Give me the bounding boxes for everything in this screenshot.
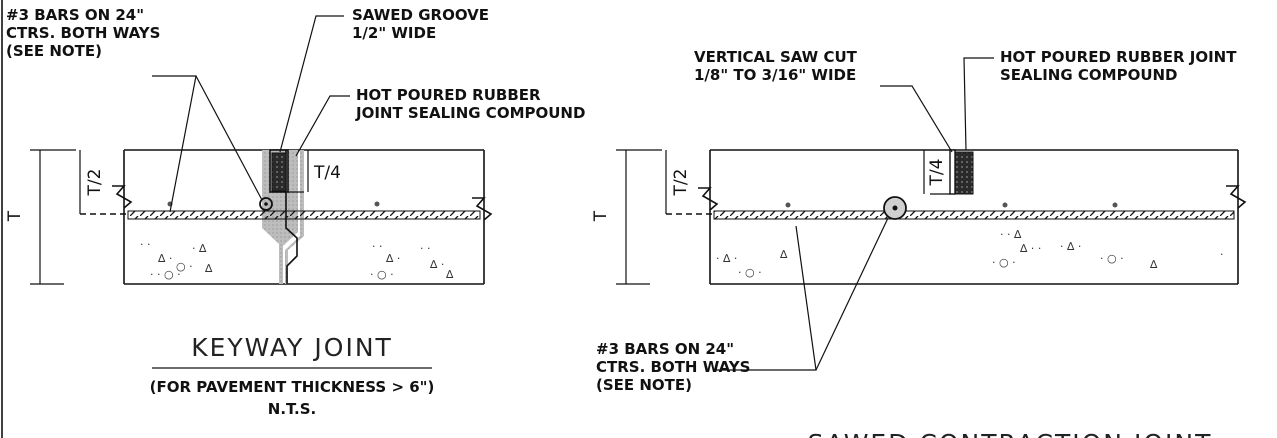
- sawed-dim-quarter-label: T/4: [927, 159, 947, 187]
- sawed-bars-note-3: (SEE NOTE): [596, 376, 692, 394]
- svg-text:○ ·: ○ ·: [176, 260, 193, 273]
- sawed-bars-note-2: CTRS. BOTH WAYS: [596, 358, 750, 376]
- keyway-groove-note-1: SAWED GROOVE: [352, 6, 489, 24]
- keyway-joint-detail: · ·∆ · · · ○ ·· ∆ ○ ·∆ · ·∆ · · ○ ·· · ∆…: [5, 6, 585, 418]
- svg-text:∆: ∆: [445, 268, 454, 281]
- svg-text:· ·: · ·: [140, 238, 151, 251]
- sawed-aggregate-right: · · ∆∆ · · · ○ · · ∆ · · ○ · ∆ ·: [992, 228, 1224, 271]
- keyway-dim-t-label: T: [5, 210, 25, 222]
- svg-text:· ∆ ·: · ∆ ·: [1060, 240, 1081, 253]
- sawed-cut-note-2: 1/8" TO 3/16" WIDE: [694, 66, 856, 84]
- svg-text:· · ∆: · · ∆: [1000, 228, 1022, 241]
- keyway-sealant-note-1: HOT POURED RUBBER: [356, 86, 541, 104]
- keyway-aggregate-left: · · ∆ · · · ○ · · ∆ ○ · ∆: [140, 238, 213, 281]
- sawed-break-right: [1226, 185, 1247, 209]
- keyway-bar-right: [374, 201, 380, 207]
- keyway-dim-half-label: T/2: [85, 169, 105, 197]
- keyway-bars-note-1: #3 BARS ON 24": [6, 6, 144, 24]
- svg-text:· ○ ·: · ○ ·: [1100, 252, 1124, 265]
- keyway-sealant: [271, 152, 287, 192]
- sawed-sealant-note-1: HOT POURED RUBBER JOINT: [1000, 48, 1237, 66]
- svg-text:∆: ∆: [204, 262, 213, 275]
- svg-text:· ∆ ·: · ∆ ·: [716, 252, 737, 265]
- keyway-groove: [269, 149, 289, 193]
- sawed-title: SAWED CONTRACTION JOINT: [808, 429, 1213, 438]
- svg-text:∆: ∆: [1149, 258, 1158, 271]
- sawed-aggregate-left: · ∆ ·· ○ · ∆: [716, 248, 788, 279]
- svg-text:∆ · ·: ∆ · ·: [1019, 242, 1041, 255]
- svg-text:·: ·: [1220, 248, 1224, 261]
- keyway-subtitle: (FOR PAVEMENT THICKNESS > 6"): [150, 378, 435, 396]
- sawed-dim-t-label: T: [591, 210, 611, 222]
- sawed-cut-note-1: VERTICAL SAW CUT: [694, 48, 858, 66]
- keyway-groove-note-2: 1/2" WIDE: [352, 24, 436, 42]
- keyway-dim-quarter-label: T/4: [313, 163, 341, 183]
- keyway-title: KEYWAY JOINT: [191, 333, 393, 362]
- svg-text:· ○ ·: · ○ ·: [992, 256, 1016, 269]
- sawed-sealant: [954, 151, 974, 195]
- keyway-aggregate-right: · ·∆ · · ○ ·· · ∆ ·∆: [370, 240, 454, 281]
- svg-text:· ·: · ·: [372, 240, 383, 253]
- sawed-saw-cut: [949, 149, 956, 195]
- keyway-scale: N.T.S.: [268, 400, 316, 418]
- sawed-break-left: [698, 187, 719, 211]
- keyway-bars-note-3: (SEE NOTE): [6, 42, 102, 60]
- keyway-break-right: [472, 197, 493, 221]
- sawed-dim-half-label: T/2: [671, 169, 691, 197]
- svg-text:· · ○ ·: · · ○ ·: [150, 268, 181, 281]
- sawed-bar-circled-dot: [892, 205, 898, 211]
- keyway-sealant-note-2: JOINT SEALING COMPOUND: [355, 104, 585, 122]
- sawed-joint-detail: · ∆ ·· ○ ·∆ · · ∆∆ · · · ○ ·· ∆ · · ○ ·∆…: [591, 48, 1247, 438]
- svg-text:∆ ·: ∆ ·: [157, 252, 172, 265]
- svg-text:· ○ ·: · ○ ·: [370, 268, 394, 281]
- sawed-bar-2: [1002, 202, 1008, 208]
- keyway-rebar-mat: [127, 210, 481, 220]
- sawed-rebar-mat: [713, 210, 1235, 220]
- sawed-bar-1: [785, 202, 791, 208]
- svg-text:· ·: · ·: [420, 242, 431, 255]
- sawed-bar-3: [1112, 202, 1118, 208]
- sawed-sealant-note-2: SEALING COMPOUND: [1000, 66, 1178, 84]
- keyway-break-left: [112, 185, 133, 209]
- svg-text:∆: ∆: [779, 248, 788, 261]
- svg-text:· ∆: · ∆: [192, 242, 207, 255]
- keyway-bar-center-dot: [264, 202, 268, 206]
- keyway-bars-note-2: CTRS. BOTH WAYS: [6, 24, 160, 42]
- svg-text:∆ ·: ∆ ·: [385, 252, 400, 265]
- svg-text:∆ ·: ∆ ·: [429, 258, 444, 271]
- svg-text:· ○ ·: · ○ ·: [738, 266, 762, 279]
- sawed-bars-note-1: #3 BARS ON 24": [596, 340, 734, 358]
- keyway-bar-center: [259, 197, 273, 211]
